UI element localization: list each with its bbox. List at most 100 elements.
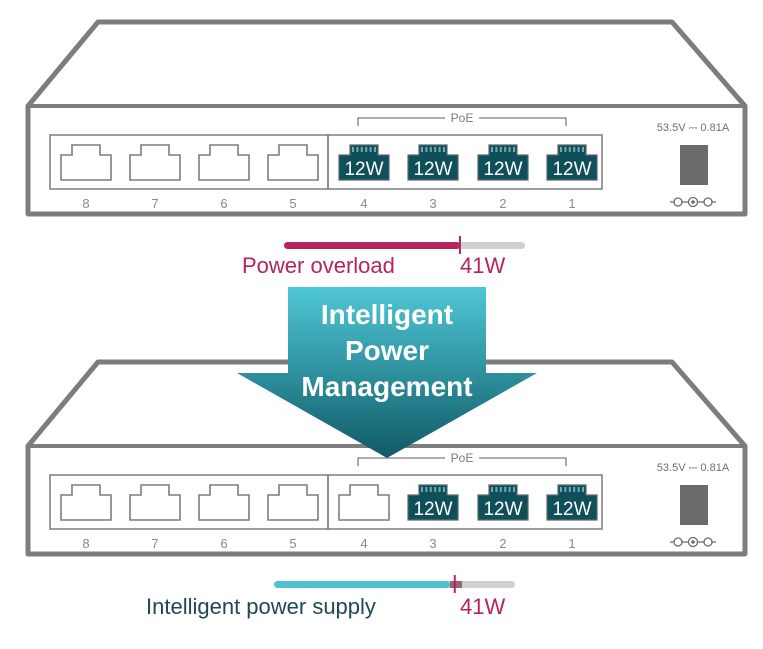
port-shape bbox=[198, 144, 250, 181]
port-pin bbox=[438, 147, 441, 152]
polarity-plus bbox=[703, 197, 713, 207]
ethernet-port-5: 5 bbox=[267, 144, 319, 211]
port-number: 8 bbox=[82, 196, 89, 211]
polarity-minus bbox=[673, 537, 683, 547]
power-rating-label: 53.5V ⎓ 0.81A bbox=[657, 462, 730, 474]
port-shape bbox=[60, 484, 112, 521]
port-number: 8 bbox=[82, 536, 89, 551]
port-shape bbox=[129, 144, 181, 181]
port-pin bbox=[360, 147, 363, 152]
power-bar-after bbox=[274, 575, 515, 593]
port-pin bbox=[421, 147, 423, 152]
port-number: 3 bbox=[429, 196, 436, 211]
dc-jack bbox=[680, 145, 708, 185]
port-pin bbox=[577, 487, 580, 492]
port-pin bbox=[582, 147, 584, 152]
port-number: 6 bbox=[220, 536, 227, 551]
ethernet-port-6: 6 bbox=[198, 484, 250, 551]
poe-label: PoE bbox=[451, 111, 474, 125]
port-pin bbox=[491, 487, 493, 492]
dc-jack bbox=[680, 485, 708, 525]
port-number: 1 bbox=[568, 196, 575, 211]
port-number: 5 bbox=[289, 196, 296, 211]
poe-port-shape bbox=[546, 144, 598, 181]
overload-limit-label: 41W bbox=[460, 253, 506, 278]
port-pin bbox=[560, 487, 562, 492]
port-pin bbox=[564, 487, 567, 492]
port-pin bbox=[356, 147, 359, 152]
port-pin bbox=[573, 147, 576, 152]
port-pin bbox=[443, 147, 445, 152]
ethernet-port-8: 8 bbox=[60, 144, 112, 211]
port-pin bbox=[568, 487, 571, 492]
port-pin bbox=[429, 147, 432, 152]
port-pin bbox=[577, 147, 580, 152]
port-pin bbox=[508, 147, 511, 152]
poe-bracket bbox=[357, 117, 567, 126]
ethernet-port-3: 12W 3 bbox=[407, 144, 459, 211]
port-number: 2 bbox=[499, 536, 506, 551]
port-watt-label: 12W bbox=[413, 159, 452, 180]
power-bar-before bbox=[284, 236, 525, 254]
port-pin bbox=[369, 147, 372, 152]
port-pin bbox=[499, 487, 502, 492]
ethernet-port-7: 7 bbox=[129, 144, 181, 211]
ethernet-port-2: 12W 2 bbox=[477, 484, 529, 551]
poe-port-shape bbox=[546, 484, 598, 521]
port-pin bbox=[568, 147, 571, 152]
power-overload-caption: Power overload bbox=[242, 253, 395, 278]
port-shape bbox=[60, 144, 112, 181]
port-pin bbox=[434, 487, 437, 492]
port-pin bbox=[374, 147, 376, 152]
ethernet-port-4: 4 bbox=[338, 484, 390, 551]
polarity-dot bbox=[691, 200, 695, 204]
power-rating-label: 53.5V ⎓ 0.81A bbox=[657, 122, 730, 134]
power-bar-overflow bbox=[449, 581, 462, 588]
arrow-shape bbox=[237, 287, 537, 458]
arrow-label-line-2: Power bbox=[344, 335, 430, 366]
port-pin bbox=[495, 147, 498, 152]
poe-bracket bbox=[357, 457, 567, 466]
arrow-label-line-3: Management bbox=[301, 371, 473, 402]
port-group-2-box bbox=[327, 134, 603, 190]
poe-port-shape bbox=[338, 144, 390, 181]
intelligent-limit-label: 41W bbox=[460, 594, 506, 619]
port-pin bbox=[491, 147, 493, 152]
port-pin bbox=[443, 487, 445, 492]
port-pin bbox=[434, 147, 437, 152]
power-bar-fill bbox=[284, 242, 460, 249]
port-shape bbox=[338, 484, 390, 521]
port-shape bbox=[129, 484, 181, 521]
port-pin bbox=[513, 147, 515, 152]
port-number: 3 bbox=[429, 536, 436, 551]
port-watt-label: 12W bbox=[483, 499, 522, 520]
port-pin bbox=[508, 487, 511, 492]
port-pin bbox=[499, 147, 502, 152]
intelligent-supply-caption: Intelligent power supply bbox=[146, 594, 376, 619]
ethernet-port-1: 12W 1 bbox=[546, 144, 598, 211]
port-number: 4 bbox=[360, 536, 367, 551]
port-pin bbox=[438, 487, 441, 492]
polarity-icon bbox=[670, 536, 716, 548]
port-watt-label: 12W bbox=[552, 159, 591, 180]
poe-port-shape bbox=[407, 484, 459, 521]
port-number: 7 bbox=[151, 536, 158, 551]
port-pin bbox=[564, 147, 567, 152]
port-pin bbox=[429, 487, 432, 492]
port-number: 1 bbox=[568, 536, 575, 551]
poe-port-shape bbox=[407, 144, 459, 181]
polarity-dot bbox=[691, 540, 695, 544]
port-shape bbox=[267, 484, 319, 521]
port-number: 4 bbox=[360, 196, 367, 211]
port-pin bbox=[495, 487, 498, 492]
port-pin bbox=[573, 487, 576, 492]
power-bar-fill bbox=[274, 581, 450, 588]
ethernet-port-7: 7 bbox=[129, 484, 181, 551]
port-pin bbox=[421, 487, 423, 492]
